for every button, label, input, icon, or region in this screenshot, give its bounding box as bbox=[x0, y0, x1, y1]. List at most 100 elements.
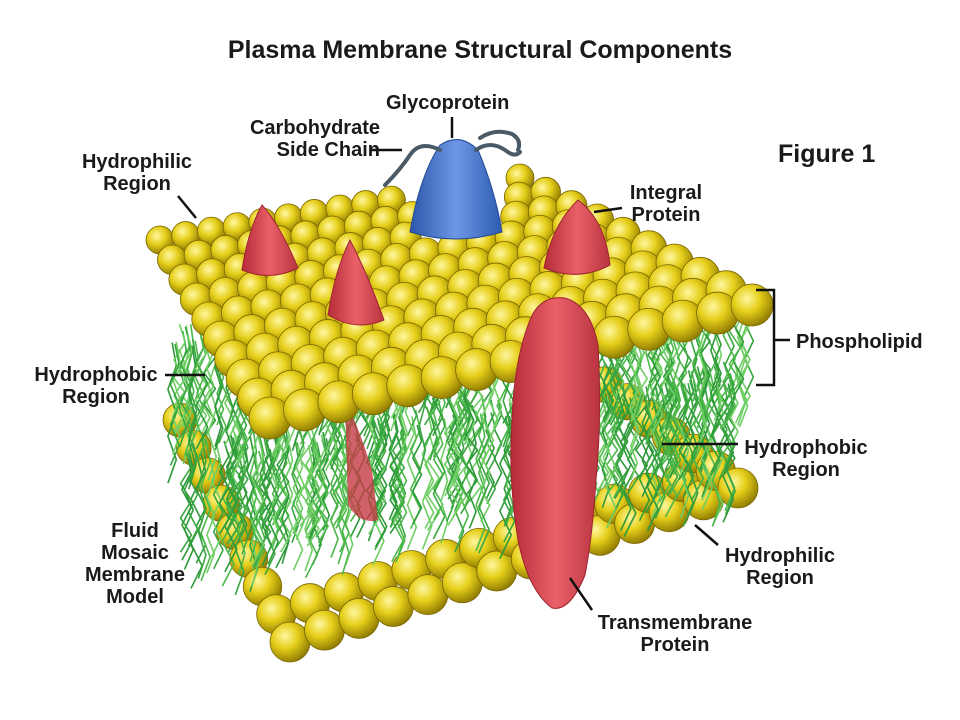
lipid-tail bbox=[200, 437, 211, 582]
lipid-tail bbox=[606, 406, 617, 529]
lipid-tail bbox=[412, 424, 423, 525]
lipid-tail bbox=[699, 311, 709, 439]
label-integral-protein: Integral Protein bbox=[629, 182, 703, 226]
lipid-tail bbox=[485, 396, 495, 501]
lipid-tail bbox=[397, 433, 408, 529]
label-fluid-mosaic-membrane-model: Fluid Mosaic Membrane Model bbox=[84, 520, 186, 608]
interior-protein bbox=[345, 400, 378, 521]
lipid-tail bbox=[281, 426, 290, 565]
lipid-tail bbox=[374, 423, 388, 548]
lipid-tail bbox=[651, 387, 661, 503]
lipid-tail bbox=[329, 435, 339, 521]
lipid-tail bbox=[259, 435, 269, 551]
lipid-tail bbox=[305, 428, 318, 539]
lipid-tail bbox=[197, 438, 207, 579]
lipid-tail bbox=[707, 365, 721, 480]
lipid-tail bbox=[271, 430, 282, 526]
label-hydrophilic-region-bottom: Hydrophilic Region bbox=[724, 545, 835, 589]
lipid-tail bbox=[236, 431, 249, 527]
lower-lipid-head bbox=[338, 597, 380, 639]
leader-integral-protein bbox=[593, 206, 623, 214]
lipid-tail bbox=[426, 425, 440, 531]
lipid-tail bbox=[432, 403, 446, 540]
lower-lipid-head bbox=[441, 562, 483, 604]
lipid-tail bbox=[478, 412, 490, 554]
lipid-tail bbox=[389, 412, 399, 528]
lipid-tail bbox=[234, 455, 245, 596]
label-phospholipid: Phospholipid bbox=[796, 331, 923, 353]
integral-protein-right bbox=[543, 199, 611, 275]
lipid-tail bbox=[246, 436, 255, 540]
lipid-tail bbox=[617, 398, 629, 486]
lipid-tail bbox=[312, 442, 322, 565]
lipid-tail bbox=[317, 443, 329, 544]
lower-lipid-head bbox=[372, 586, 414, 627]
lower-lipid-head bbox=[476, 550, 518, 592]
label-glycoprotein: Glycoprotein bbox=[386, 92, 510, 114]
lower-lipid-head bbox=[304, 609, 345, 651]
label-hydrophobic-region-right: Hydrophobic Region bbox=[744, 437, 868, 481]
leader-hydrophilic-top bbox=[177, 195, 197, 219]
integral-protein-center bbox=[327, 238, 385, 326]
integral-protein-left bbox=[241, 204, 299, 276]
lipid-tail bbox=[406, 416, 418, 550]
lipid-tail bbox=[465, 404, 479, 496]
label-carbohydrate-side-chain: Carbohydrate Side Chain bbox=[249, 117, 380, 161]
lipid-tail bbox=[421, 406, 433, 550]
lower-lipid-head bbox=[407, 574, 449, 616]
lipid-tail bbox=[295, 430, 305, 541]
lipid-tail bbox=[330, 446, 339, 558]
lipid-tail bbox=[249, 430, 258, 563]
lipid-tail bbox=[212, 457, 224, 570]
lipid-tail bbox=[424, 432, 435, 529]
lipid-tail bbox=[264, 448, 276, 576]
lipid-tail bbox=[468, 427, 477, 529]
lipid-tail bbox=[711, 390, 724, 527]
lipid-tail bbox=[304, 445, 314, 572]
leader-hydrophilic-bottom bbox=[694, 524, 719, 546]
figure-label: Figure 1 bbox=[778, 140, 876, 168]
lipid-tail bbox=[276, 431, 290, 533]
lipid-tail bbox=[173, 323, 187, 433]
lipid-tail bbox=[654, 385, 666, 519]
lipid-tail bbox=[460, 428, 471, 515]
lipid-tail bbox=[251, 451, 259, 587]
lipid-tail bbox=[279, 450, 292, 553]
lipid-tail bbox=[275, 445, 288, 549]
leader-lines bbox=[165, 117, 790, 611]
lipid-tail bbox=[179, 449, 193, 553]
lipid-tail bbox=[181, 453, 193, 561]
lipid-tail bbox=[178, 330, 188, 448]
lipid-tail bbox=[657, 383, 665, 492]
lipid-tail bbox=[237, 445, 246, 576]
lipid-tail bbox=[292, 446, 304, 571]
lipid-tail bbox=[729, 360, 739, 447]
label-hydrophilic-region-top: Hydrophilic Region bbox=[81, 151, 192, 195]
lipid-tail bbox=[710, 362, 722, 473]
diagram-title: Plasma Membrane Structural Components bbox=[227, 36, 733, 64]
lower-lipid-head bbox=[269, 621, 311, 663]
lipid-tail bbox=[388, 414, 398, 521]
lipid-tail bbox=[688, 379, 699, 516]
lipid-tail bbox=[172, 341, 181, 455]
lipid-tail bbox=[374, 418, 387, 521]
leader-transmembrane bbox=[568, 577, 594, 611]
label-transmembrane-protein: Transmembrane Protein bbox=[597, 612, 753, 656]
lipid-tail bbox=[315, 439, 329, 538]
carbohydrate-side-chain bbox=[383, 129, 522, 187]
lipid-tail bbox=[271, 426, 280, 549]
lipid-tail bbox=[322, 437, 331, 531]
lipid-tail bbox=[196, 332, 205, 424]
glycoprotein bbox=[409, 139, 503, 240]
lipid-tail bbox=[237, 443, 248, 542]
lower-lipid-head bbox=[717, 467, 759, 509]
lipid-tail bbox=[206, 459, 216, 574]
lipid-tail bbox=[446, 425, 455, 522]
lipid-tail bbox=[251, 434, 265, 567]
phospholipid-bracket bbox=[756, 288, 790, 387]
lipid-tail bbox=[169, 343, 180, 466]
lipid-tail bbox=[285, 444, 294, 545]
label-hydrophobic-region-left: Hydrophobic Region bbox=[34, 364, 158, 408]
transmembrane-protein bbox=[510, 297, 601, 609]
